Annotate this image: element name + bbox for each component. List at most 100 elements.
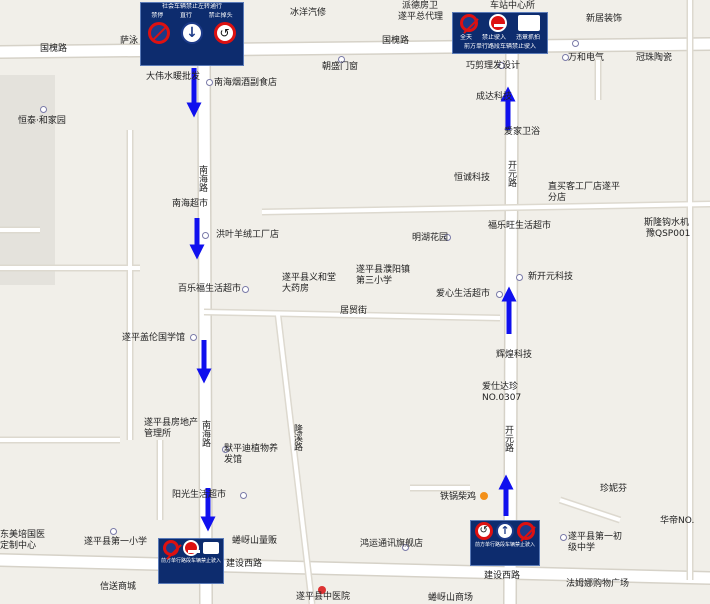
no-u-turn-icon: ↺ bbox=[213, 22, 236, 44]
place-label[interactable]: 洪叶羊绒工厂店 bbox=[216, 230, 280, 240]
place-label[interactable]: 新开元科技 bbox=[528, 272, 574, 282]
poi-marker-icon[interactable] bbox=[444, 234, 451, 241]
camera-icon bbox=[517, 15, 540, 31]
poi-marker-icon[interactable] bbox=[110, 528, 117, 535]
place-label[interactable]: 爱家卫浴 bbox=[504, 127, 541, 137]
place-label[interactable]: 朝盛门窗 bbox=[322, 62, 359, 72]
poi-marker-icon[interactable] bbox=[240, 492, 247, 499]
sign-title: 社会车辆禁止左转通行 bbox=[161, 3, 222, 10]
poi-marker-icon[interactable] bbox=[516, 274, 523, 281]
place-label[interactable]: 萨泳 bbox=[120, 36, 139, 46]
place-label[interactable]: 辉煌科技 bbox=[496, 350, 533, 360]
hospital-marker-icon bbox=[318, 586, 326, 594]
place-label[interactable]: 珍妮芬 bbox=[600, 484, 628, 494]
road-label-nanhai-top: 南海路 bbox=[197, 165, 207, 192]
poi-marker-icon[interactable] bbox=[572, 40, 579, 47]
place-label[interactable]: 遂平县房地产管理所 bbox=[144, 418, 199, 439]
poi-marker-icon[interactable] bbox=[242, 286, 249, 293]
no-parking-icon bbox=[460, 14, 479, 32]
road-label-kaiyuan-bottom: 开元路 bbox=[503, 425, 513, 452]
sign-caption: 前方单行路段车辆禁止驶入 bbox=[463, 43, 536, 50]
place-label[interactable]: 大伟水暖批发 bbox=[146, 72, 201, 82]
place-label[interactable]: 蜷岈山商场 bbox=[428, 593, 474, 603]
place-label[interactable]: 恒泰·和家园 bbox=[18, 116, 66, 126]
no-parking-icon bbox=[517, 522, 536, 540]
poi-marker-icon[interactable] bbox=[202, 232, 209, 239]
no-entry-icon bbox=[488, 14, 507, 32]
poi-marker-icon[interactable] bbox=[222, 446, 229, 453]
no-entry-icon bbox=[183, 540, 200, 556]
place-label[interactable]: 车站中心所 bbox=[490, 1, 536, 11]
poi-marker-icon[interactable] bbox=[498, 62, 505, 69]
place-label[interactable]: 斯隆钩水机 bbox=[644, 218, 690, 228]
place-label[interactable]: 遂平县义和堂大药房 bbox=[282, 273, 337, 294]
place-label[interactable]: 遂平县第一小学 bbox=[84, 537, 148, 547]
poi-marker-icon[interactable] bbox=[496, 291, 503, 298]
place-label[interactable]: 爱仕达珍 bbox=[482, 382, 519, 392]
place-label[interactable]: 冠珠陶瓷 bbox=[636, 53, 673, 63]
road-label-jufu: 居贸街 bbox=[340, 306, 368, 316]
poi-marker-icon[interactable] bbox=[560, 534, 567, 541]
poi-marker-icon[interactable] bbox=[338, 56, 345, 63]
place-label[interactable]: NO.0307 bbox=[482, 393, 522, 403]
place-label[interactable]: 派德房卫 bbox=[402, 1, 439, 11]
place-label[interactable]: 爱心生活超市 bbox=[436, 289, 491, 299]
sign-bottom-left[interactable]: 前方单行路段车辆禁止驶入 bbox=[158, 538, 224, 584]
place-label[interactable]: 成达科技 bbox=[476, 92, 513, 102]
sign-top-right[interactable]: 全天 禁止驶入 违章抓拍 前方单行路段车辆禁止驶入 bbox=[452, 12, 548, 54]
place-label[interactable]: 遂平县中医院 bbox=[296, 592, 351, 602]
place-label[interactable]: 遂平盖伦国学馆 bbox=[122, 333, 186, 343]
road-label-nanhai-bottom: 南海路 bbox=[200, 420, 210, 447]
place-label[interactable]: 法姆娜购物广场 bbox=[566, 579, 630, 589]
place-label[interactable]: 鸿运通讯旗舰店 bbox=[360, 539, 424, 549]
place-label[interactable]: 阳光生活超市 bbox=[172, 490, 227, 500]
place-label[interactable]: 万和电气 bbox=[568, 53, 605, 63]
place-label[interactable]: 东美培国医定制中心 bbox=[0, 530, 46, 551]
place-label[interactable]: 直买客工厂店遂平分店 bbox=[548, 182, 621, 203]
place-label[interactable]: 冰洋汽修 bbox=[290, 8, 327, 18]
straight-arrow-icon: ↓ bbox=[180, 22, 203, 44]
place-label[interactable]: 南海超市 bbox=[172, 199, 209, 209]
road-label-guohuai-mid: 国槐路 bbox=[382, 36, 410, 46]
road-label-jiangshe-right: 建设西路 bbox=[484, 571, 521, 581]
poi-marker-icon[interactable] bbox=[40, 106, 47, 113]
place-label[interactable]: 福乐旺生活超市 bbox=[488, 221, 552, 231]
place-label[interactable]: 新居装饰 bbox=[586, 14, 623, 24]
sign-label: 禁止驶入 bbox=[481, 34, 506, 41]
sign-caption: 前方单行路段车辆禁止驶入 bbox=[474, 542, 535, 548]
sign-caption: 前方单行路段车辆禁止驶入 bbox=[160, 558, 221, 564]
sign-top-left[interactable]: 社会车辆禁止左转通行 禁停 直行 禁止掉头 ↓ ↺ bbox=[140, 2, 244, 66]
sign-bottom-right[interactable]: ↺ ↑ 前方单行路段车辆禁止驶入 bbox=[470, 520, 540, 566]
restaurant-marker-icon bbox=[480, 492, 488, 500]
poi-marker-icon[interactable] bbox=[562, 54, 569, 61]
camera-icon bbox=[203, 542, 219, 554]
place-label[interactable]: 南海烟酒副食店 bbox=[214, 78, 278, 88]
poi-marker-icon[interactable] bbox=[206, 79, 213, 86]
poi-marker-icon[interactable] bbox=[190, 334, 197, 341]
place-label[interactable]: 巧剪理发设计 bbox=[466, 61, 521, 71]
no-parking-icon bbox=[148, 22, 171, 44]
place-label[interactable]: 华帝NO. bbox=[660, 516, 695, 526]
place-label[interactable]: 明湖花园 bbox=[412, 233, 449, 243]
place-label[interactable]: 豫QSP001 bbox=[646, 229, 691, 239]
poi-marker-icon[interactable] bbox=[402, 544, 409, 551]
place-label[interactable]: 遂平县第一初级中学 bbox=[568, 532, 623, 553]
route-arrows bbox=[186, 68, 517, 532]
road-label-guohuai-left: 国槐路 bbox=[40, 44, 68, 54]
place-label[interactable]: 百乐福生活超市 bbox=[178, 284, 242, 294]
place-label[interactable]: 蜷岈山量贩 bbox=[232, 536, 278, 546]
road-label-kaiyuan-top: 开元路 bbox=[506, 160, 516, 187]
straight-arrow-icon: ↑ bbox=[495, 522, 514, 540]
place-label[interactable]: 遂平总代理 bbox=[398, 12, 444, 22]
place-label[interactable]: 恒诚科技 bbox=[454, 173, 491, 183]
place-label[interactable]: 遂平县濮阳镇第三小学 bbox=[356, 265, 411, 286]
road-label-liuxi: 隆溪路 bbox=[292, 424, 302, 451]
place-label[interactable]: 铁锅柴鸡 bbox=[440, 492, 477, 502]
sign-label: 禁止掉头 bbox=[208, 12, 233, 19]
place-label[interactable]: 默平迪植物养发馆 bbox=[224, 444, 279, 465]
sign-label: 直行 bbox=[179, 12, 192, 19]
road-label-jiangshe-left: 建设西路 bbox=[226, 559, 263, 569]
place-label[interactable]: 信送商城 bbox=[100, 582, 137, 592]
